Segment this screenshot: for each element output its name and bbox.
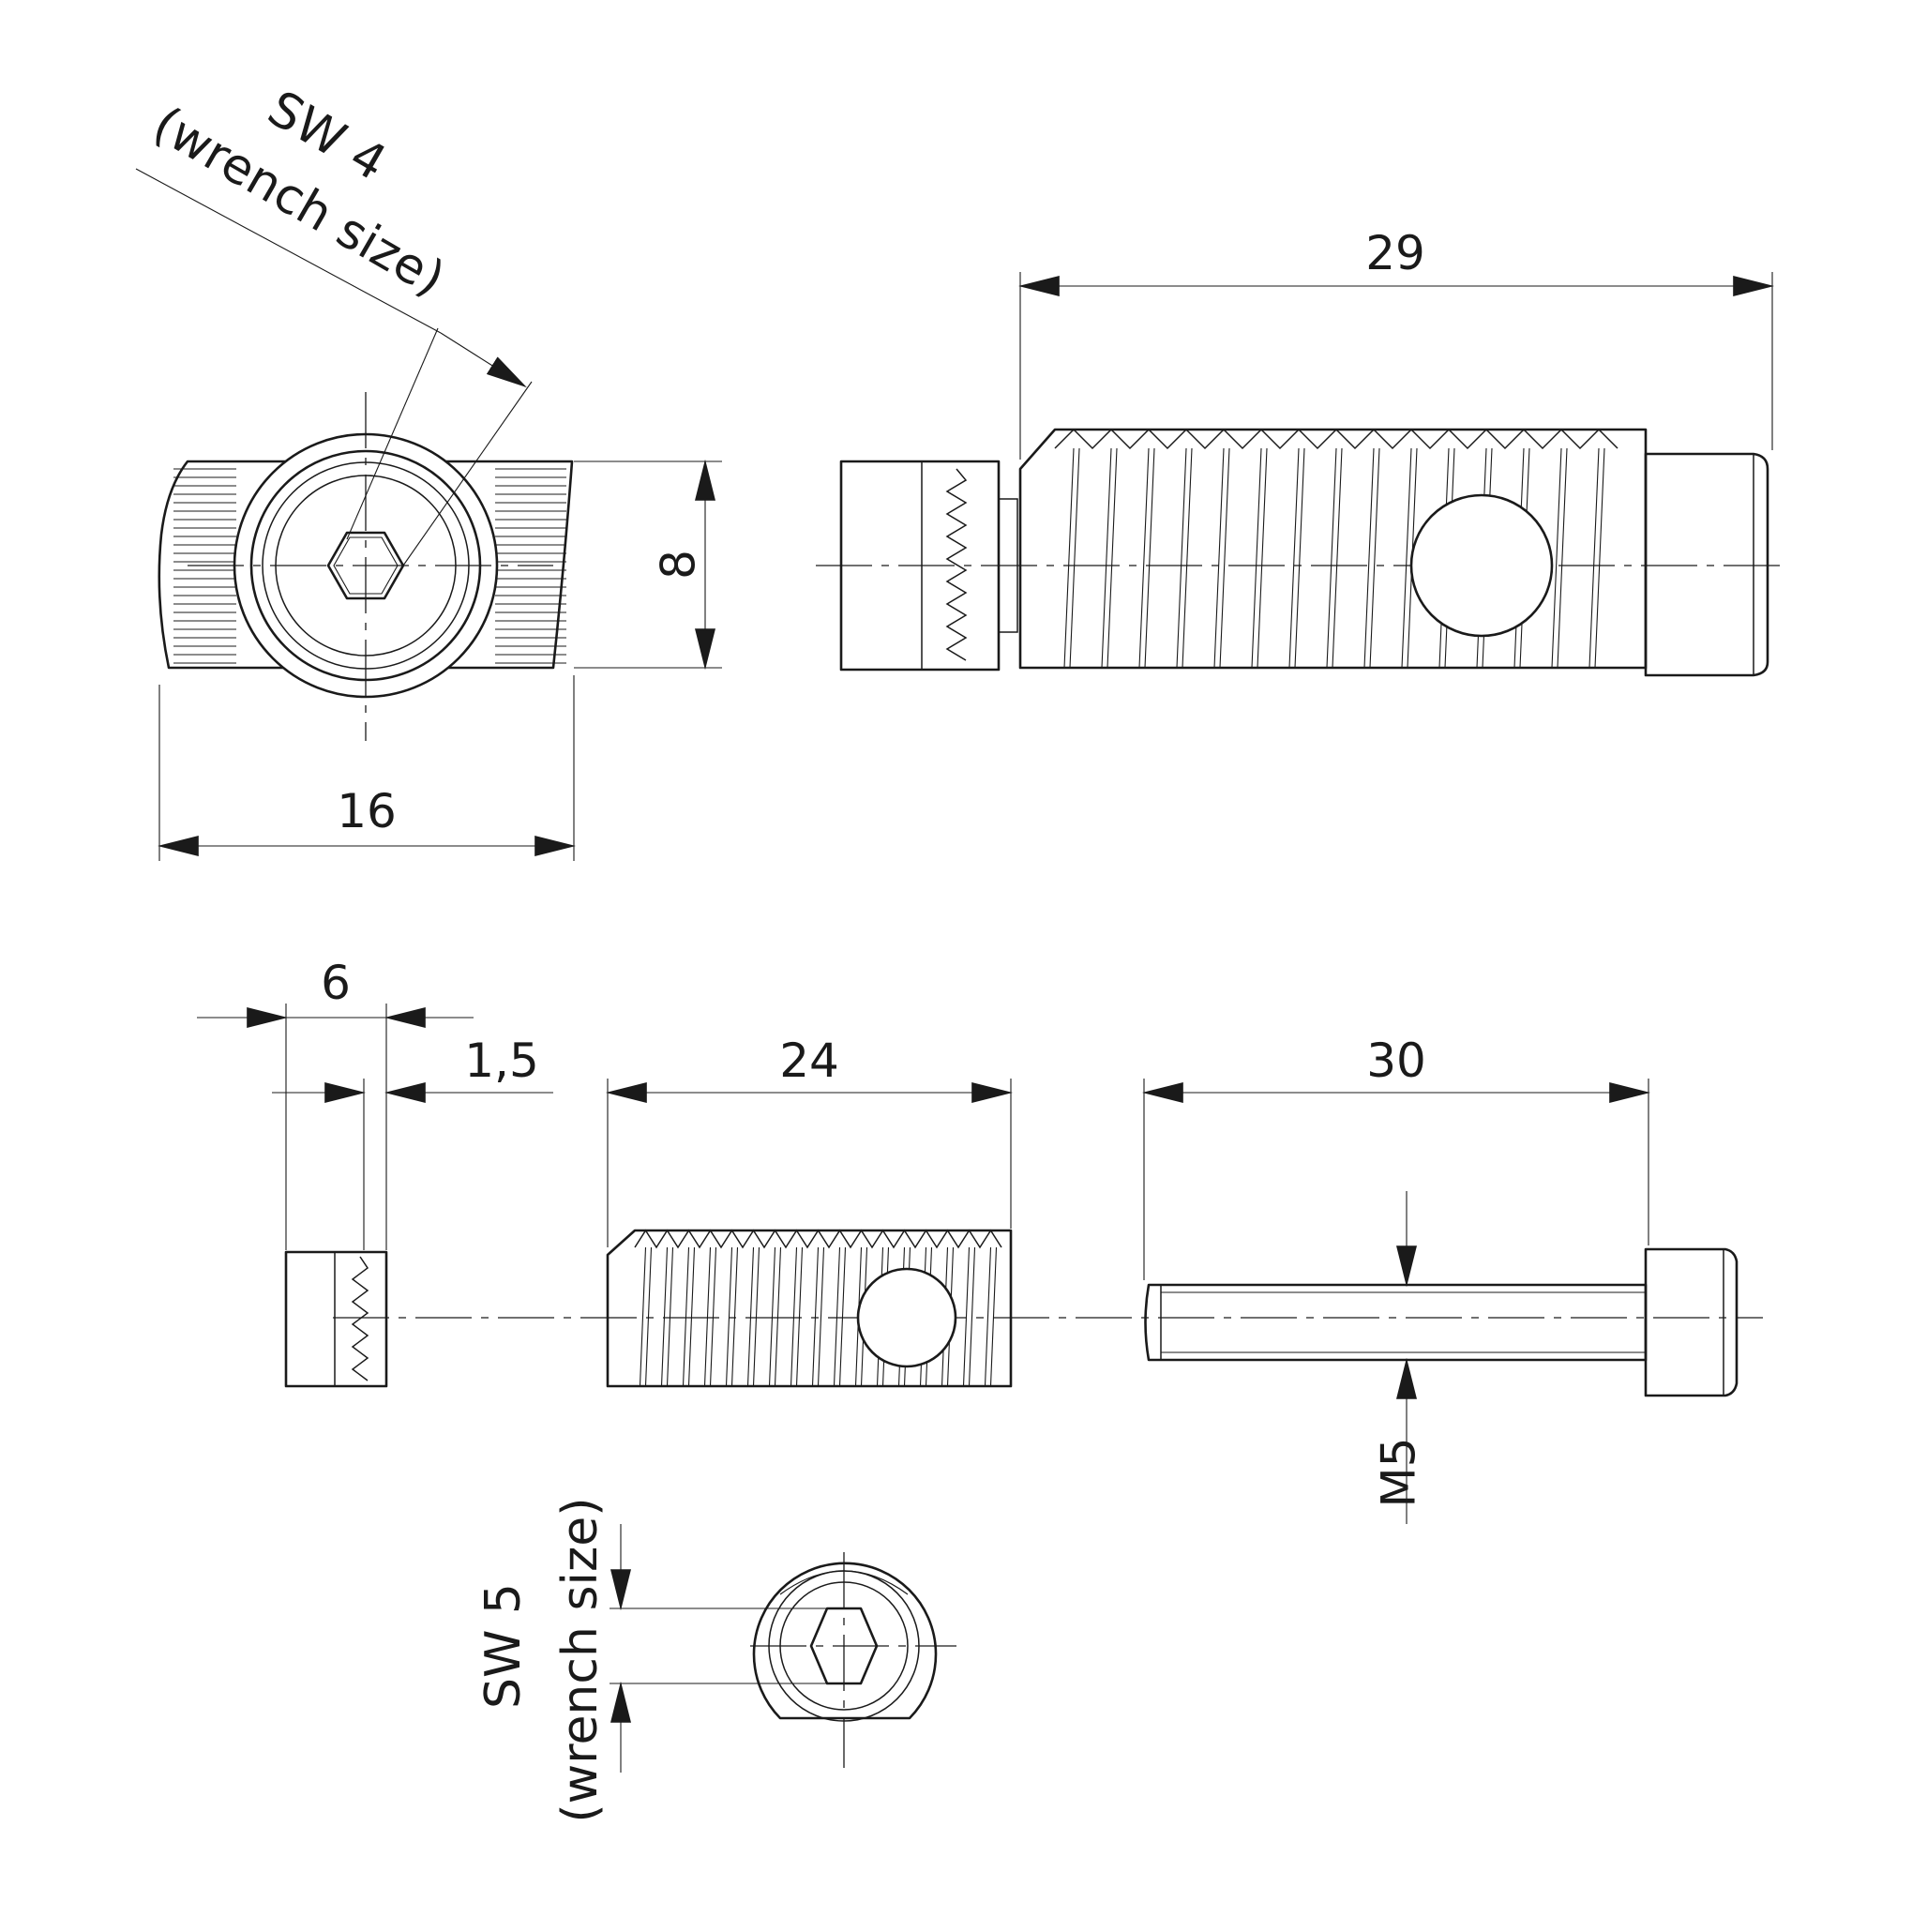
thread-profile [1054,428,1618,450]
thread-helix [639,1246,647,1387]
thread-helix [709,1246,717,1387]
thread-helix [1107,447,1118,669]
cross-hole [1409,493,1554,638]
thread-helix [1363,447,1375,669]
pin-stub [998,498,1018,633]
dim-value-16: 16 [337,784,397,838]
thread-helix [644,1246,653,1387]
dimension-30: 30 [1141,1034,1651,1280]
sw4-ext-2 [402,381,533,566]
dim-value-24: 24 [779,1034,839,1088]
side-view-assembly [816,428,1786,677]
knurl-left [173,468,236,664]
threaded-sleeve-side [1018,428,1648,670]
sleeve-end-view [750,1552,956,1768]
screw-head-side [1644,452,1769,677]
sw4-ext-1 [346,327,439,540]
thread-helix [1369,447,1380,669]
thread-helix [1401,447,1412,669]
thread-helix [1294,447,1305,669]
dimension-16: 16 [157,675,577,861]
sw5-label: SW 5 [475,1583,532,1709]
thread-helix [1213,447,1225,669]
thread-helix [811,1246,820,1387]
thread-helix [730,1246,739,1387]
thread-helix [1557,447,1568,669]
knurl-right [495,468,566,664]
end-view-assembly [158,392,574,741]
thread-helix [1326,447,1337,669]
sleeve-end-outline [752,1562,938,1720]
sw5-dimension: SW 5 (wrench size) [475,1497,827,1823]
dim-value-30: 30 [1366,1034,1426,1088]
thread-helix [962,1246,971,1387]
thread-helix [1219,447,1230,669]
thread-helix [1288,447,1300,669]
thread-helix [989,1246,998,1387]
sw5-sublabel: (wrench size) [552,1497,609,1822]
thread-helix [795,1246,804,1387]
nut-body [284,1250,388,1388]
serration-path [945,468,968,661]
dim-value-29: 29 [1365,226,1425,280]
thread-helix [666,1246,674,1387]
dim-value-8: 8 [652,550,706,580]
dim-value-6: 6 [321,956,351,1010]
thread-helix [1551,447,1562,669]
thread-helix [746,1246,755,1387]
dimension-8: 8 [574,459,722,671]
thread-helix [790,1246,798,1387]
threaded-sleeve-exploded [606,1229,1013,1388]
thread-helix [838,1246,847,1387]
thread-helix [1594,447,1605,669]
sw4-leader-line [135,168,442,334]
dim-value-m5: M5 [1372,1438,1426,1508]
cross-hole [856,1267,957,1368]
thread-helix [817,1246,825,1387]
thread-helix [725,1246,733,1387]
thread-helix [1251,447,1262,669]
dimension-1-5: 1,5 [272,1034,553,1250]
thread-helix [1138,447,1150,669]
dimension-6: 6 [197,956,474,1250]
thread-helix [687,1246,696,1387]
thread-teeth [634,1229,1002,1249]
nut-serration [351,1256,369,1381]
thread-profile [634,1229,1002,1249]
thread-helix [774,1246,782,1387]
thread-helix [1588,447,1600,669]
thread-helix [833,1246,841,1387]
thread-teeth [1054,428,1618,450]
thread-helix [768,1246,776,1387]
cap-screw-exploded [1144,1247,1739,1397]
thread-helix [1144,447,1155,669]
sw4-arrow [440,332,527,388]
thread-helix [752,1246,760,1387]
screw-head [1644,1247,1739,1397]
dimension-24: 24 [605,1034,1014,1247]
screw-shank [1144,1283,1648,1362]
thread-helix [1257,447,1268,669]
thread-helix [968,1246,976,1387]
thread-helix [1063,447,1075,669]
dimension-m5: M5 [1372,1191,1426,1524]
serration-path [351,1256,369,1381]
thread-helix [1101,447,1112,669]
thread-helix [682,1246,690,1387]
thread-helix [1176,447,1187,669]
dimension-29: 29 [1017,226,1775,460]
thread-helix [660,1246,669,1387]
thread-helix [984,1246,992,1387]
thread-helix [1069,447,1080,669]
thread-helix [1182,447,1193,669]
thread-helix [703,1246,712,1387]
nut-serration [945,468,968,661]
thread-helix [1332,447,1343,669]
sleeve-body [606,1229,1013,1388]
dim-value-1-5: 1,5 [464,1034,539,1088]
knurled-nut-exploded [284,1250,388,1388]
